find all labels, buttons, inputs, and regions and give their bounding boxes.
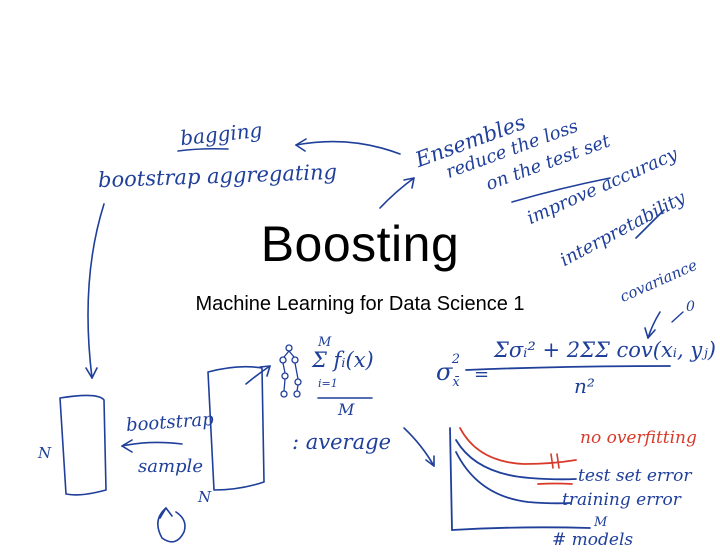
label-test-set-error: test set error bbox=[578, 466, 692, 486]
arrow-to-cov bbox=[647, 311, 661, 339]
label-training-error: training error bbox=[562, 490, 681, 510]
plot-x-axis bbox=[451, 526, 591, 531]
ensembles-to-bagging-arrow bbox=[295, 140, 401, 155]
arrow-to-plot bbox=[403, 427, 435, 467]
test-error-curve bbox=[455, 439, 577, 481]
interpretability-strike bbox=[635, 209, 665, 239]
arrow-to-zero bbox=[671, 311, 684, 323]
variance-equals: = bbox=[474, 364, 490, 385]
arrow-down-left bbox=[87, 203, 105, 379]
arrow-to-sum bbox=[245, 365, 271, 385]
variance-lhs-sigma: σ bbox=[436, 358, 453, 386]
variance-fraction-bar bbox=[465, 365, 671, 371]
sum-denominator: M bbox=[338, 400, 355, 419]
label-no-overfitting: no overfitting bbox=[580, 428, 697, 448]
variance-denominator: n² bbox=[574, 374, 595, 398]
sum-upper: M bbox=[318, 335, 332, 350]
sum-formula: Σ fᵢ(x) bbox=[312, 348, 374, 372]
note-average: : average bbox=[292, 430, 391, 454]
data-box-right bbox=[207, 365, 265, 491]
slide-subtitle: Machine Learning for Data Science 1 bbox=[195, 293, 525, 315]
plot-y-axis bbox=[449, 427, 453, 531]
arrow-into-ensembles bbox=[379, 177, 415, 209]
variance-numerator: Σσᵢ² + 2ΣΣ cov(xᵢ, yⱼ) bbox=[494, 338, 716, 362]
label-models: # models bbox=[552, 530, 634, 550]
note-n-left: N bbox=[38, 444, 52, 462]
slide-title: Boosting bbox=[260, 216, 460, 272]
note-zero: 0 bbox=[686, 299, 695, 315]
variance-lhs-sup: 2 bbox=[451, 352, 461, 367]
label-x-axis-m: M bbox=[594, 515, 608, 530]
repeat-circle-icon bbox=[157, 507, 186, 543]
training-error-curve bbox=[455, 451, 571, 505]
data-box-left bbox=[59, 394, 107, 496]
bagging-underline bbox=[177, 147, 229, 152]
sum-lower: i=1 bbox=[318, 377, 338, 390]
variance-lhs-sub: x̄ bbox=[452, 374, 460, 390]
no-overfitting-curve bbox=[459, 427, 577, 465]
variance-lhs: σx̄ 2 bbox=[436, 353, 460, 390]
tree-sketch bbox=[279, 344, 302, 398]
note-n-right: N bbox=[198, 488, 212, 506]
bootstrap-arrow bbox=[121, 441, 183, 447]
note-sample: sample bbox=[138, 456, 203, 477]
